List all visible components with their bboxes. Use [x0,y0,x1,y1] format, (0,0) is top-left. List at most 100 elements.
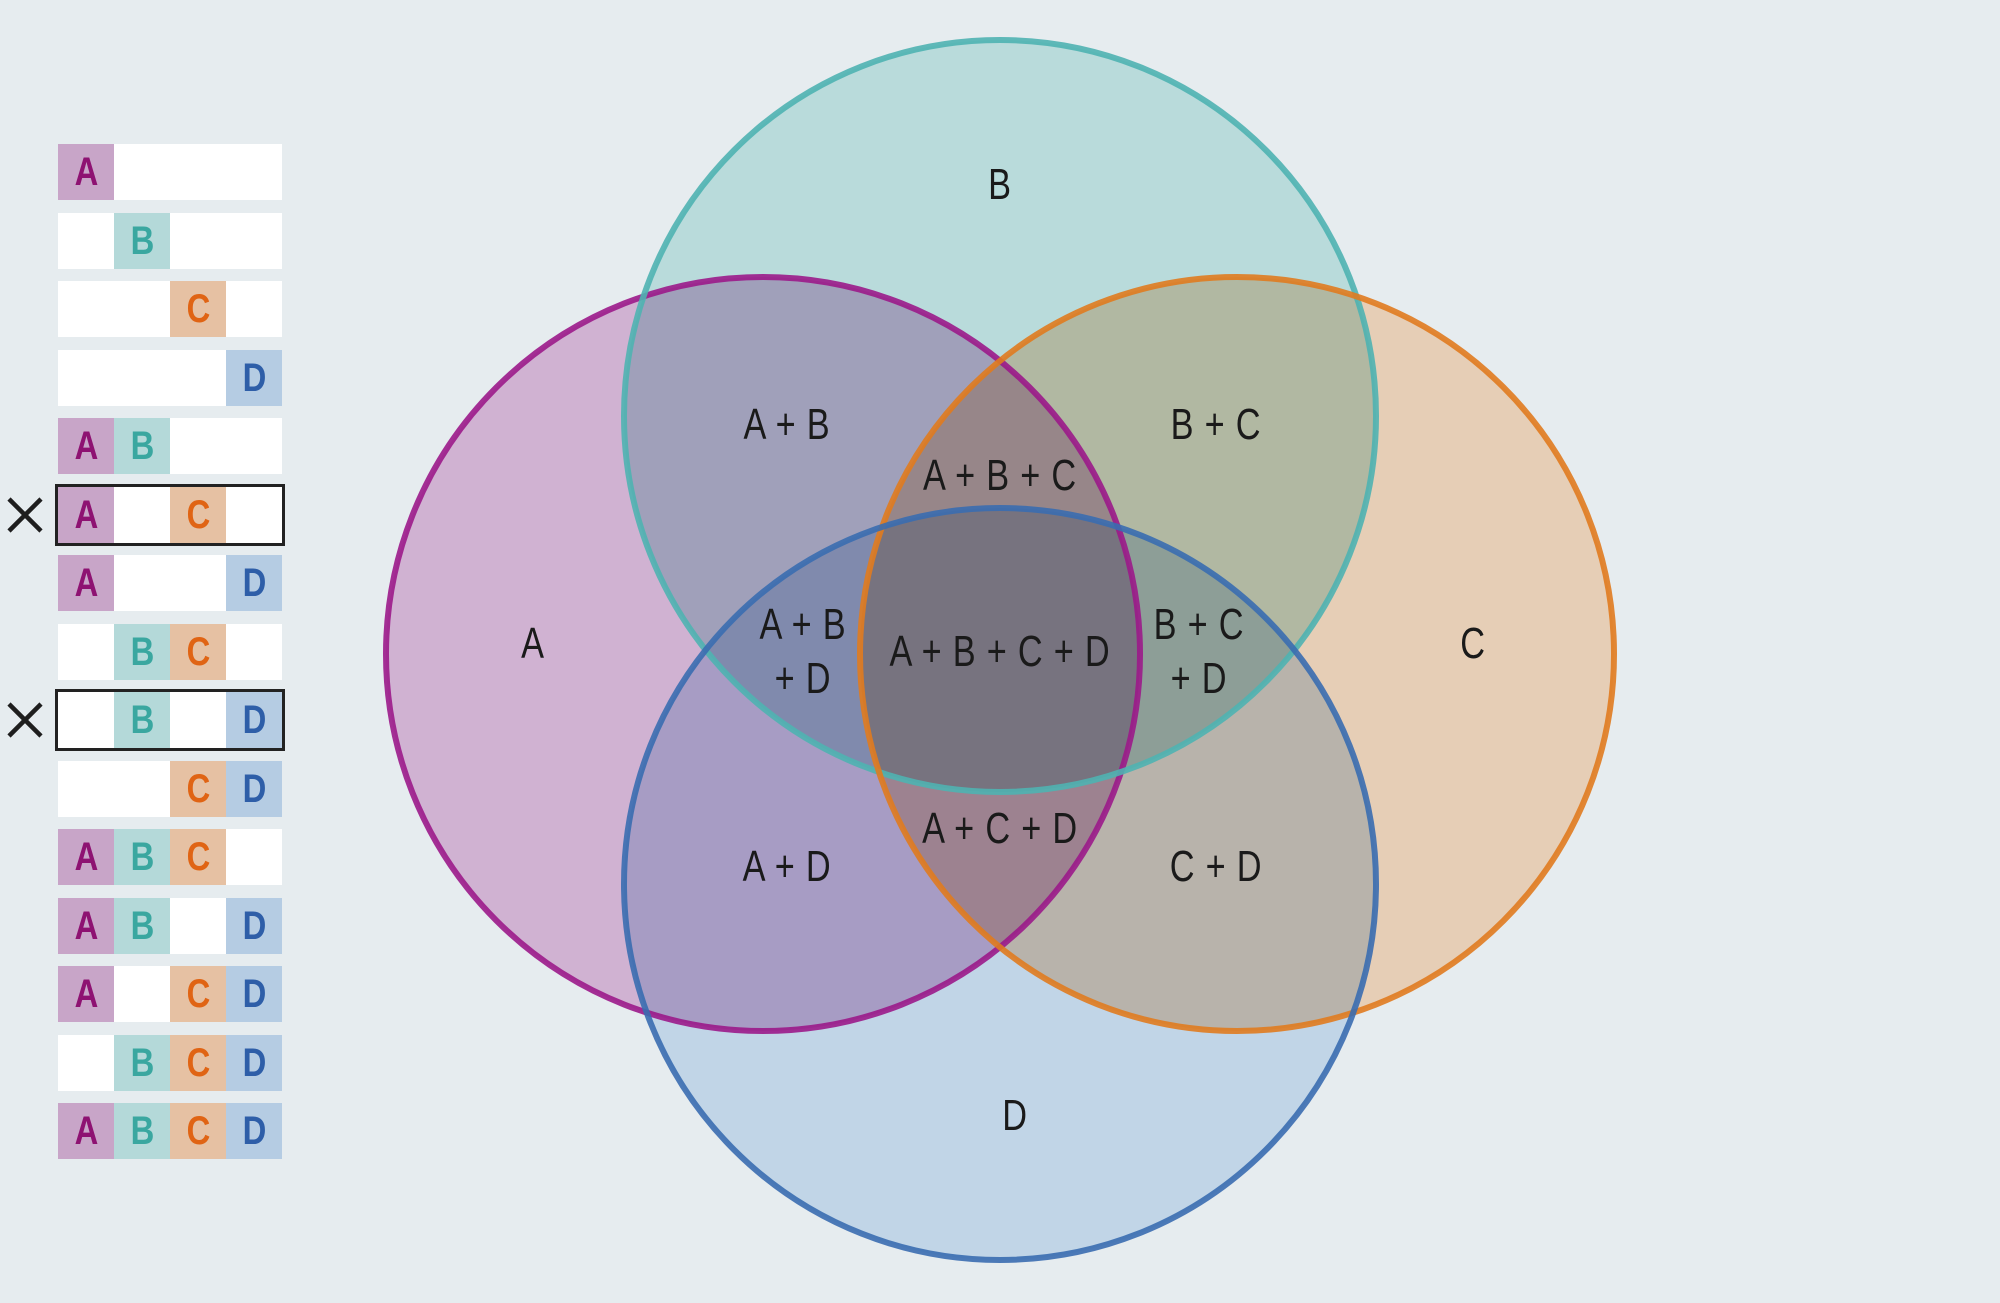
legend-row-d: D [58,349,282,406]
set-d-circle [624,508,1376,1260]
set-letter-b: B [130,629,154,674]
legend-cell-a: A [58,966,114,1022]
set-letter-d: D [242,1040,266,1085]
set-letter-b: B [130,424,154,468]
set-letter-c: C [186,835,210,879]
legend-cell-c: C [170,1034,226,1091]
set-letter-b: B [130,1109,154,1153]
set-letter-d: D [242,355,266,400]
region-label-a-b-c-d: A + B + C + D [889,627,1111,676]
region-label-a-b-c: A + B + C [923,451,1077,500]
legend-row-a: A [58,144,282,200]
legend-cell-a: A [58,486,114,543]
legend-cell-c: C [170,486,226,543]
legend-cell-d: D [226,1034,282,1091]
set-letter-a: A [74,492,98,537]
legend-cell-c: C [170,966,226,1022]
set-letter-c: C [186,629,210,674]
set-letter-a: A [74,835,98,879]
legend-cell-a: A [58,555,114,611]
legend-row-b: B [58,212,282,269]
set-letter-b: B [130,698,154,742]
region-label-a-b-d-line1: A + B [759,600,847,649]
region-label-d: D [1002,1091,1028,1140]
legend-cell-b: B [114,212,170,269]
x-mark-icon [7,702,43,738]
set-letter-a: A [74,561,98,605]
region-label-a-c-d: A + C + D [922,804,1078,853]
set-d-outline [621,505,1379,1263]
legend-cell-b: B [114,897,170,954]
set-letter-a: A [74,903,98,948]
legend-cell-d: D [226,1103,282,1159]
legend-cell-c: C [170,829,226,885]
set-letter-c: C [186,1040,210,1085]
set-letter-d: D [242,972,266,1016]
legend-row-c: C [58,281,282,337]
set-letter-a: A [74,972,98,1016]
region-label-b-c-d-line2: + D [1170,654,1228,703]
legend-cell-a: A [58,1103,114,1159]
set-letter-b: B [130,218,154,263]
set-letter-a: A [74,1109,98,1153]
legend-cell-d: D [226,897,282,954]
set-letter-d: D [242,1109,266,1153]
set-letter-a: A [74,424,98,468]
region-label-b-c: B + C [1170,400,1262,449]
legend-cell-b: B [114,692,170,748]
region-label-a-b: A + B [743,400,831,449]
set-letter-d: D [242,698,266,742]
region-label-a-d: A + D [742,842,832,891]
legend-cell-a: A [58,897,114,954]
set-letter-b: B [130,903,154,948]
legend-cell-d: D [226,349,282,406]
set-letter-b: B [130,835,154,879]
legend-cell-d: D [226,760,282,817]
legend-cell-d: D [226,555,282,611]
legend-cell-b: B [114,418,170,474]
legend-cell-a: A [58,144,114,200]
legend-cell-c: C [170,281,226,337]
set-letter-c: C [186,1109,210,1153]
set-letter-c: C [186,972,210,1016]
legend-cell-d: D [226,692,282,748]
legend-cell-d: D [226,966,282,1022]
legend-cell-b: B [114,623,170,680]
set-letter-a: A [74,150,98,194]
legend-cell-c: C [170,623,226,680]
region-label-c-d: C + D [1169,842,1263,891]
legend-cell-c: C [170,760,226,817]
set-letter-d: D [242,903,266,948]
set-a-outline [383,274,1143,1034]
x-mark-icon [7,496,43,533]
region-label-a-b-d-line2: + D [774,654,832,703]
legend-cell-a: A [58,418,114,474]
region-label-c: C [1460,619,1486,668]
legend-cell-c: C [170,1103,226,1159]
legend-cell-b: B [114,1103,170,1159]
set-c-outline [857,274,1617,1034]
set-letter-b: B [130,1040,154,1085]
set-b-outline [621,37,1379,795]
region-label-a: A [521,619,545,668]
legend-cell-a: A [58,829,114,885]
legend-cell-b: B [114,1034,170,1091]
region-label-b-c-d-line1: B + C [1153,600,1245,649]
region-label-b: B [988,160,1012,209]
legend-cell-b: B [114,829,170,885]
set-letter-c: C [186,287,210,331]
set-letter-d: D [242,561,266,605]
